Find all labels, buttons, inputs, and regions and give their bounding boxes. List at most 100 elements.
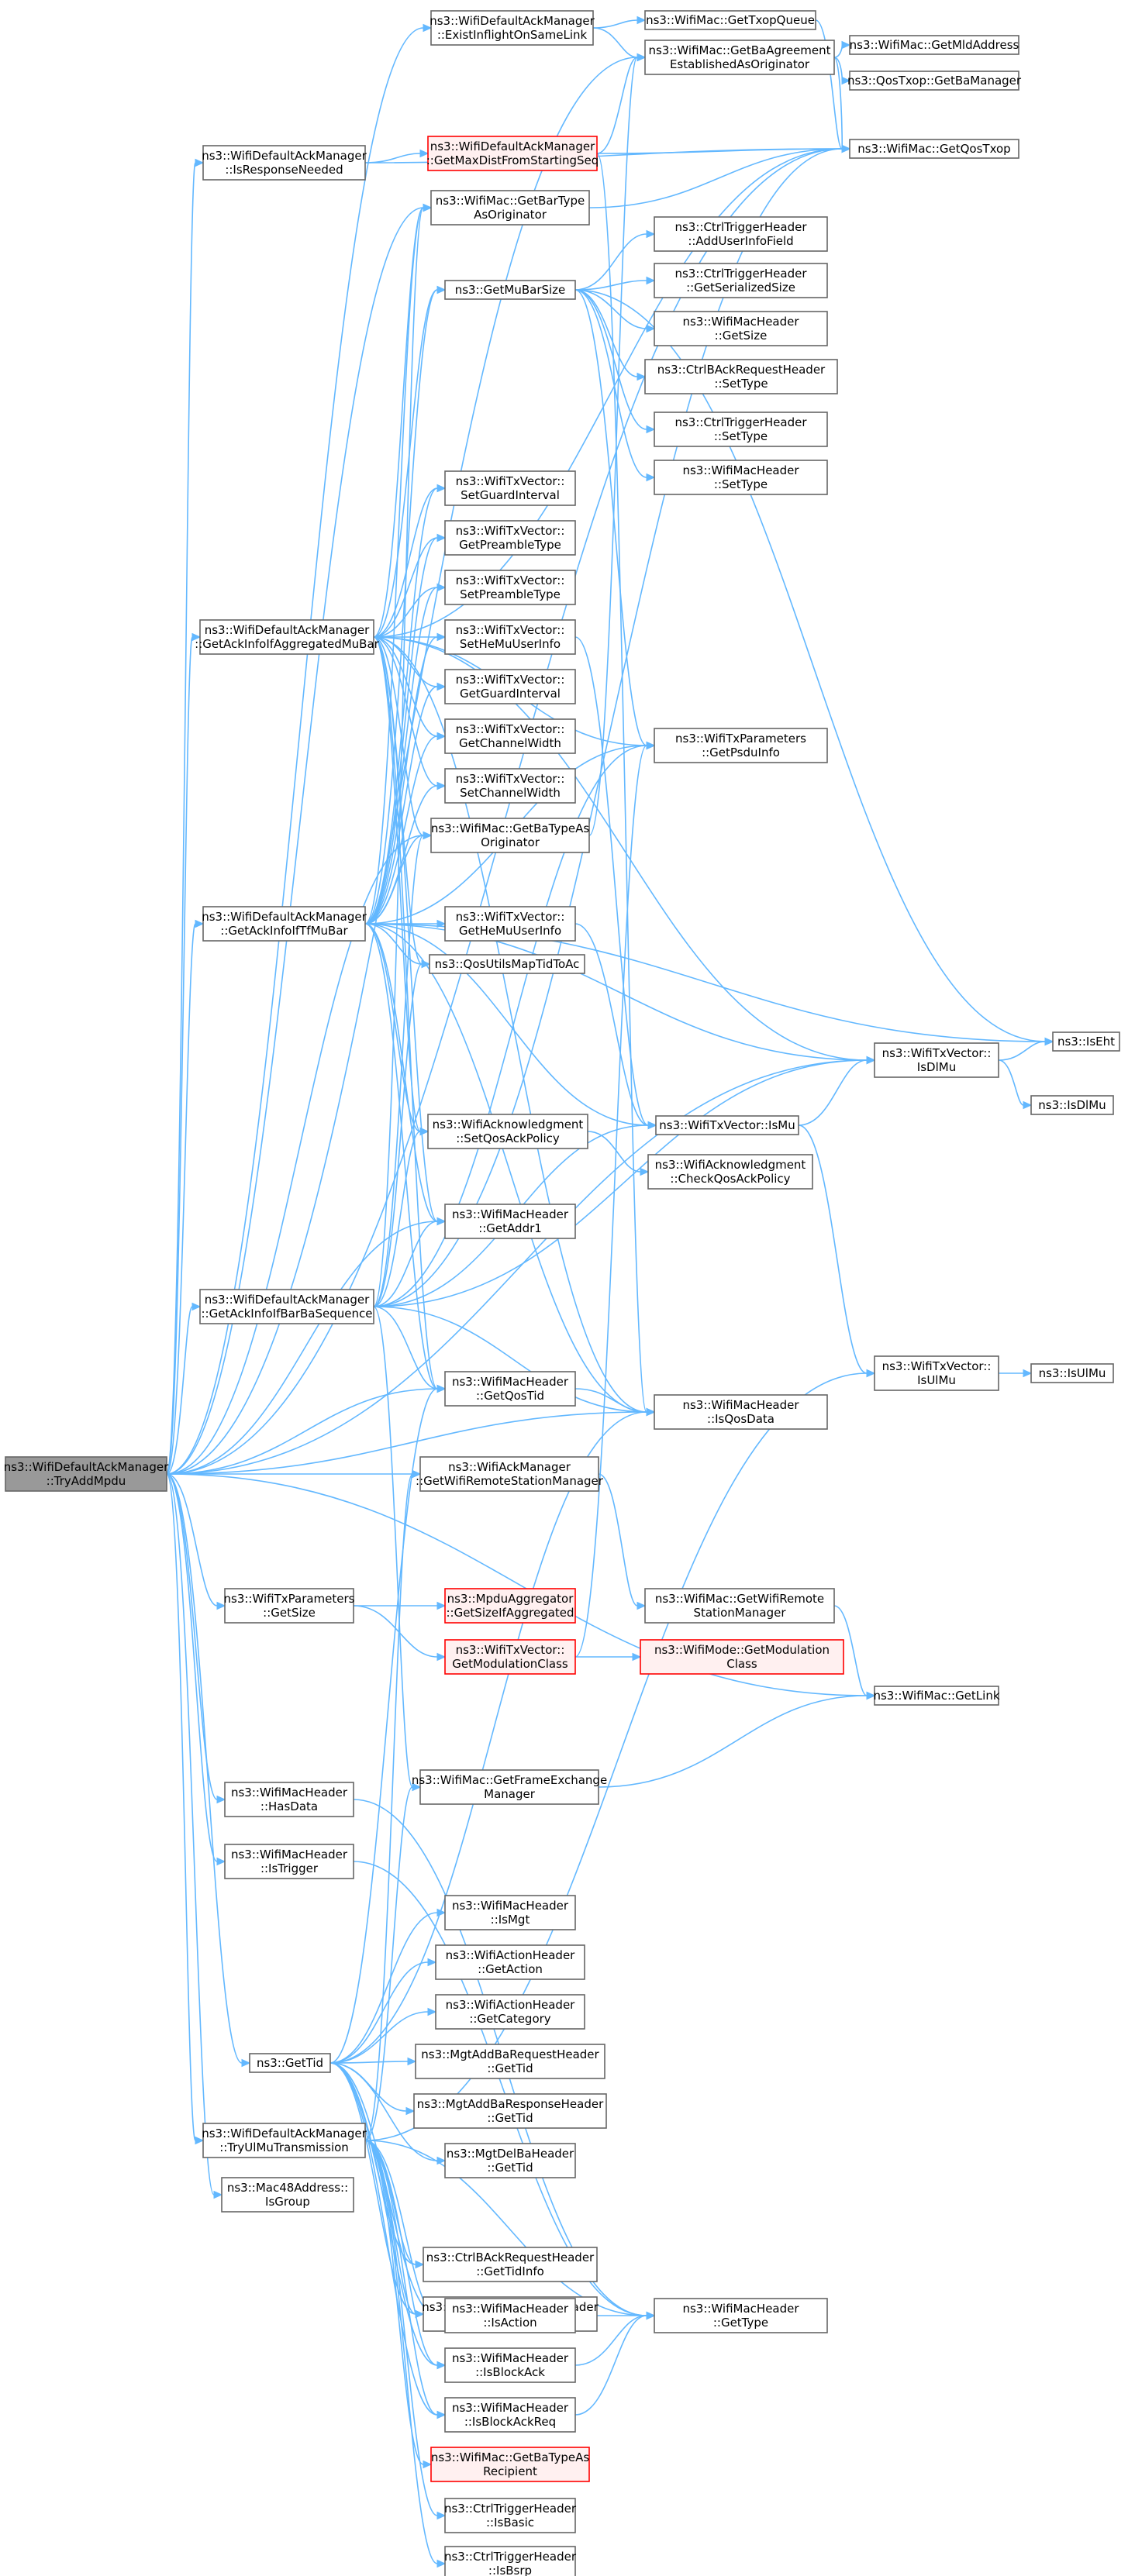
call-edge-tryulmu-to-batyperecip — [364, 2140, 433, 2469]
node-modclass[interactable]: ns3::WifiTxVector::GetModulationClass — [444, 1639, 576, 1675]
node-mhsettype[interactable]: ns3::WifiMacHeader::SetType — [654, 460, 828, 495]
node-label: SetChannelWidth — [460, 786, 561, 800]
node-getaction[interactable]: ns3::WifiActionHeader::GetAction — [435, 1944, 585, 1980]
node-label: ::IsQosData — [707, 1412, 774, 1426]
node-label: ns3::WifiMac::GetFrameExchange — [412, 1773, 607, 1787]
node-isblockack[interactable]: ns3::WifiMacHeader::IsBlockAck — [444, 2347, 576, 2383]
node-serial[interactable]: ns3::CtrlTriggerHeader::GetSerializedSiz… — [654, 263, 828, 298]
node-isbsrp[interactable]: ns3::CtrlTriggerHeader::IsBsrp — [444, 2546, 577, 2576]
node-getcat[interactable]: ns3::WifiActionHeader::GetCategory — [435, 1994, 585, 2030]
node-exist[interactable]: ns3::WifiDefaultAckManager::ExistInfligh… — [430, 10, 595, 46]
node-label: ::IsBlockAckReq — [464, 2415, 556, 2429]
node-getgi[interactable]: ns3::WifiTxVector::GetGuardInterval — [444, 669, 576, 704]
node-label: ns3::WifiDefaultAckManager — [202, 910, 367, 924]
node-qosmap[interactable]: ns3::QosUtilsMapTidToAc — [429, 954, 585, 974]
arrowhead-icon — [632, 1652, 642, 1662]
node-wrsm[interactable]: ns3::WifiAckManager::GetWifiRemoteStatio… — [416, 1456, 604, 1492]
node-bareqtid[interactable]: ns3::CtrlBAckRequestHeader::GetTidInfo — [423, 2247, 598, 2282]
arrowhead-icon — [866, 1691, 876, 1700]
node-isgroup[interactable]: ns3::Mac48Address::IsGroup — [221, 2177, 354, 2213]
node-ismu[interactable]: ns3::WifiTxVector::IsMu — [655, 1115, 799, 1135]
node-getlink[interactable]: ns3::WifiMac::GetLink — [873, 1686, 1000, 1706]
node-box — [654, 263, 828, 298]
call-edge-barba-to-bartype — [373, 203, 433, 1307]
call-edge-tfmubar-to-getgi — [364, 682, 447, 925]
node-qostxop[interactable]: ns3::WifiMac::GetQosTxop — [849, 139, 1019, 159]
node-getba[interactable]: ns3::WifiMac::GetBaAgreementEstablishedA… — [644, 40, 835, 75]
node-isblockackreq[interactable]: ns3::WifiMacHeader::IsBlockAckReq — [444, 2397, 576, 2433]
node-box — [644, 40, 835, 75]
node-gettid[interactable]: ns3::GetTid — [249, 2053, 331, 2073]
node-setpt[interactable]: ns3::WifiTxVector::SetPreambleType — [444, 570, 576, 605]
node-mld[interactable]: ns3::WifiMac::GetMldAddress — [849, 35, 1019, 55]
node-barsettype[interactable]: ns3::CtrlBAckRequestHeader::SetType — [644, 359, 838, 394]
node-getpt[interactable]: ns3::WifiTxVector::GetPreambleType — [444, 520, 576, 556]
node-txopq[interactable]: ns3::WifiMac::GetTxopQueue — [644, 10, 816, 30]
node-hasdata[interactable]: ns3::WifiMacHeader::HasData — [224, 1782, 354, 1817]
call-edge-tryulmu-to-wrsm — [364, 1469, 422, 2141]
node-istrigger[interactable]: ns3::WifiMacHeader::IsTrigger — [224, 1844, 354, 1879]
node-setcw[interactable]: ns3::WifiTxVector::SetChannelWidth — [444, 768, 576, 804]
node-isdlmu[interactable]: ns3::WifiTxVector::IsDlMu — [874, 1042, 999, 1078]
node-maxdist[interactable]: ns3::WifiDefaultAckManager::GetMaxDistFr… — [426, 136, 599, 171]
node-aggmubar[interactable]: ns3::WifiDefaultAckManager::GetAckInfoIf… — [195, 619, 380, 655]
node-label: ns3::WifiMacHeader — [452, 1207, 569, 1221]
node-label: GetModulationClass — [452, 1657, 568, 1671]
node-isbasic[interactable]: ns3::CtrlTriggerHeader::IsBasic — [444, 2498, 577, 2533]
node-qostid[interactable]: ns3::WifiMacHeader::GetQosTid — [444, 1371, 576, 1407]
node-isqosdata[interactable]: ns3::WifiMacHeader::IsQosData — [654, 1394, 828, 1430]
node-checkqos[interactable]: ns3::WifiAcknowledgment::CheckQosAckPoli… — [647, 1154, 813, 1190]
call-edge-root-to-aggmubar — [166, 632, 202, 1475]
node-isresp[interactable]: ns3::WifiDefaultAckManager::IsResponseNe… — [202, 145, 367, 181]
node-getcw[interactable]: ns3::WifiTxVector::GetChannelWidth — [444, 718, 576, 754]
arrowhead-icon — [436, 1601, 447, 1610]
node-box — [427, 1114, 588, 1149]
node-iseht[interactable]: ns3::IsEht — [1052, 1031, 1120, 1052]
node-mubarsize[interactable]: ns3::GetMuBarSize — [444, 280, 576, 300]
node-trgsettype[interactable]: ns3::CtrlTriggerHeader::SetType — [654, 412, 828, 447]
node-addbareq[interactable]: ns3::MgtAddBaRequestHeader::GetTid — [415, 2044, 605, 2079]
node-ismgt[interactable]: ns3::WifiMacHeader::IsMgt — [444, 1895, 576, 1930]
node-gethemu[interactable]: ns3::WifiTxVector::GetHeMuUserInfo — [444, 906, 576, 942]
node-tfmubar[interactable]: ns3::WifiDefaultAckManager::GetAckInfoIf… — [202, 906, 367, 942]
node-aggsize[interactable]: ns3::MpduAggregator::GetSizeIfAggregated — [444, 1588, 576, 1624]
node-nsisdlmu[interactable]: ns3::IsDlMu — [1030, 1095, 1114, 1115]
node-gettype[interactable]: ns3::WifiMacHeader::GetType — [654, 2298, 828, 2333]
node-addr1[interactable]: ns3::WifiMacHeader::GetAddr1 — [444, 1204, 576, 1239]
arrowhead-icon — [191, 1302, 202, 1311]
node-label: ns3::WifiMacHeader — [682, 2302, 799, 2316]
node-macwrsm[interactable]: ns3::WifiMac::GetWifiRemoteStationManage… — [644, 1588, 835, 1624]
node-nsisulmu[interactable]: ns3::IsUlMu — [1030, 1363, 1114, 1383]
node-label: ns3::WifiTxVector:: — [456, 623, 565, 637]
node-barba[interactable]: ns3::WifiDefaultAckManager::GetAckInfoIf… — [199, 1289, 374, 1324]
call-edge-txpsize-to-aggsize — [354, 1601, 447, 1610]
node-delba[interactable]: ns3::MgtDelBaHeader::GetTid — [444, 2143, 576, 2178]
call-edge-root-to-isresp — [166, 158, 205, 1475]
node-modeclass[interactable]: ns3::WifiMode::GetModulationClass — [640, 1639, 844, 1675]
node-label: ::GetSerializedSize — [686, 281, 795, 294]
node-box — [202, 145, 366, 181]
node-bamgr[interactable]: ns3::QosTxop::GetBaManager — [847, 71, 1022, 91]
node-txpsize[interactable]: ns3::WifiTxParameters::GetSize — [224, 1588, 355, 1624]
node-setqos[interactable]: ns3::WifiAcknowledgment::SetQosAckPolicy — [427, 1114, 588, 1149]
node-label: ::GetMaxDistFromStartingSeq — [426, 153, 599, 167]
call-edge-maxdist-to-getba — [596, 53, 647, 154]
node-label: ::IsBsrp — [488, 2564, 532, 2576]
call-edge-root-to-barba — [166, 1302, 202, 1475]
node-root[interactable]: ns3::WifiDefaultAckManager::TryAddMpdu — [4, 1456, 169, 1492]
node-isaction[interactable]: ns3::WifiMacHeader::IsAction — [444, 2298, 576, 2333]
node-psdu[interactable]: ns3::WifiTxParameters::GetPsduInfo — [654, 728, 828, 763]
node-isulmu[interactable]: ns3::WifiTxVector::IsUlMu — [874, 1355, 999, 1391]
arrowhead-icon — [646, 2311, 656, 2320]
node-sethemu[interactable]: ns3::WifiTxVector::SetHeMuUserInfo — [444, 619, 576, 655]
node-mhgetsize[interactable]: ns3::WifiMacHeader::GetSize — [654, 311, 828, 346]
node-adduser[interactable]: ns3::CtrlTriggerHeader::AddUserInfoField — [654, 216, 828, 252]
call-edge-setqos-to-checkqos — [587, 1131, 650, 1176]
node-addbaresp[interactable]: ns3::MgtAddBaResponseHeader::GetTid — [413, 2093, 607, 2129]
node-tryulmu[interactable]: ns3::WifiDefaultAckManager::TryUlMuTrans… — [202, 2123, 367, 2158]
node-setgi[interactable]: ns3::WifiTxVector::SetGuardInterval — [444, 470, 576, 506]
